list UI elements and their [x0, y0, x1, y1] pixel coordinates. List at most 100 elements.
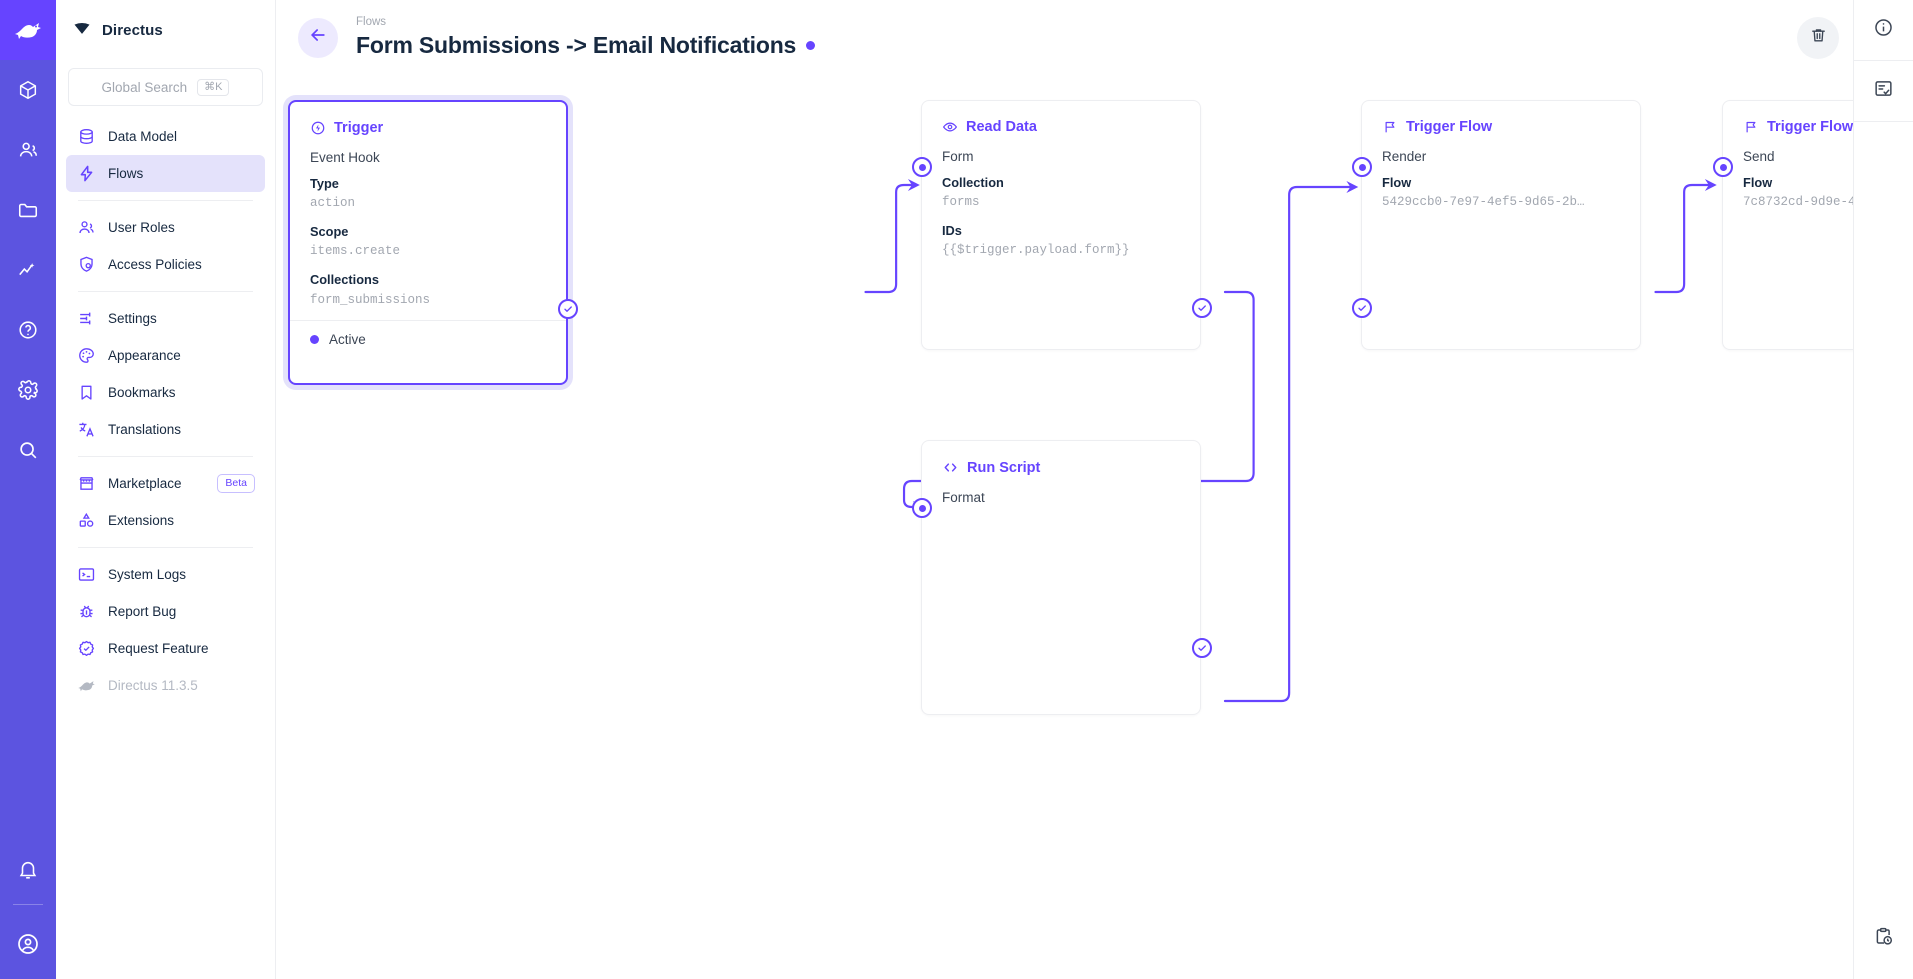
sidebar-item-label: Extensions	[108, 513, 175, 528]
account-circle-icon[interactable]	[0, 909, 56, 979]
node-field-value: forms	[942, 195, 980, 210]
flow-node-run-script[interactable]: Run Script Format	[912, 440, 1212, 715]
page-title: Form Submissions -> Email Notifications	[356, 32, 797, 59]
eye-icon	[942, 119, 958, 135]
docs-module-icon[interactable]	[0, 300, 56, 360]
sidebar-item-bookmarks[interactable]: Bookmarks	[66, 374, 265, 411]
sidebar-item-label: Data Model	[108, 129, 178, 144]
node-field: Collections form_submissions	[310, 270, 546, 309]
node-field: Flow 5429ccb0-7e97-4ef5-9d65-2b…	[1382, 173, 1620, 212]
storefront-icon	[76, 474, 96, 494]
flow-node-trigger[interactable]: Trigger Event Hook Type action Scope ite…	[288, 100, 578, 385]
settings-module-icon[interactable]	[0, 360, 56, 420]
port-read-data-input[interactable]	[912, 157, 932, 177]
directus-rabbit-icon	[76, 676, 96, 696]
node-field-key: Collections	[310, 272, 379, 288]
node-field: Type action	[310, 174, 546, 213]
sidebar-item-translations[interactable]: Translations	[66, 411, 265, 448]
users-module-icon[interactable]	[0, 120, 56, 180]
node-field: Scope items.create	[310, 222, 546, 261]
port-trigger-flow-render-resolve[interactable]	[1352, 298, 1372, 318]
code-brackets-icon	[942, 459, 959, 476]
search-input[interactable]: Global Search ⌘K	[68, 68, 263, 106]
sidebar-item-label: System Logs	[108, 567, 187, 582]
main-panel: Flows Form Submissions -> Email Notifica…	[276, 0, 1913, 979]
trigger-bolt-circle-icon	[310, 120, 326, 136]
module-rail	[0, 0, 56, 979]
sidebar-item-flows[interactable]: Flows	[66, 155, 265, 192]
shield-lock-icon	[76, 255, 96, 275]
node-field: IDs {{$trigger.payload.form}}	[942, 221, 1180, 260]
sidebar-item-settings[interactable]: Settings	[66, 300, 265, 337]
sidebar-item-extensions[interactable]: Extensions	[66, 502, 265, 539]
flow-node-trigger-flow-render[interactable]: Trigger Flow Render Flow 5429ccb0-7e97-4…	[1352, 100, 1641, 350]
sidebar-item-data-model[interactable]: Data Model	[66, 118, 265, 155]
node-status-row: Active	[290, 319, 566, 359]
node-field: Collection forms	[942, 173, 1180, 212]
content-module-icon[interactable]	[0, 60, 56, 120]
node-subtitle: Format	[942, 490, 985, 505]
port-run-script-resolve[interactable]	[1192, 638, 1212, 658]
node-field-value: action	[310, 196, 356, 211]
flow-node-read-data[interactable]: Read Data Form Collection forms IDs {{$t…	[912, 100, 1212, 350]
sidebar-item-label: Translations	[108, 422, 182, 437]
flow-runs-button[interactable]	[1854, 899, 1913, 979]
right-rail-divider	[1853, 121, 1913, 122]
port-read-data-resolve[interactable]	[1192, 298, 1212, 318]
sidebar-item-label: Directus 11.3.5	[108, 678, 198, 693]
node-field-key: Scope	[310, 224, 349, 240]
node-field-key: Flow	[1743, 175, 1773, 190]
sidebar-title: Directus	[102, 21, 163, 39]
flag-icon	[1382, 119, 1398, 135]
translate-icon	[76, 420, 96, 440]
sidebar-item-marketplace[interactable]: Marketplace Beta	[66, 465, 265, 502]
sidebar-item-access-policies[interactable]: Access Policies	[66, 246, 265, 283]
flow-node-trigger-flow-send[interactable]: Trigger Flow Send Flow 7c8732cd-9d9e-44b…	[1713, 100, 1853, 350]
sidebar-divider	[78, 291, 253, 292]
node-field-key: IDs	[942, 223, 962, 239]
sidebar-item-label: Marketplace	[108, 476, 182, 491]
node-field-value: form_submissions	[310, 292, 431, 307]
sidebar-nav: Data Model Flows User Roles Acc	[56, 118, 275, 704]
notifications-bell-icon[interactable]	[0, 840, 56, 900]
module-sidebar: Directus Global Search ⌘K Data Model Flo…	[56, 0, 276, 979]
node-field-key: Flow	[1382, 175, 1412, 190]
flag-icon	[1743, 119, 1759, 135]
port-trigger-flow-send-input[interactable]	[1713, 157, 1733, 177]
port-run-script-input[interactable]	[912, 498, 932, 518]
files-module-icon[interactable]	[0, 180, 56, 240]
terminal-icon	[76, 565, 96, 585]
breadcrumb[interactable]: Flows	[356, 15, 387, 28]
port-trigger-output[interactable]	[558, 299, 578, 319]
port-trigger-flow-render-input[interactable]	[1352, 157, 1372, 177]
right-rail-divider	[1853, 60, 1913, 61]
bolt-icon	[76, 164, 96, 184]
node-field-key: Collection	[942, 175, 1004, 190]
search-module-icon[interactable]	[0, 420, 56, 480]
status-dot-icon	[310, 334, 319, 344]
node-status-label: Active	[329, 331, 366, 347]
back-button[interactable]	[298, 17, 338, 58]
sidebar-item-user-roles[interactable]: User Roles	[66, 209, 265, 246]
node-subtitle: Render	[1382, 149, 1427, 164]
sidebar-item-version: Directus 11.3.5	[66, 667, 265, 704]
sidebar-divider	[78, 547, 253, 548]
sidebar-item-appearance[interactable]: Appearance	[66, 337, 265, 374]
directus-rabbit-logo-icon[interactable]	[0, 0, 56, 60]
trash-icon	[1809, 26, 1828, 50]
bug-icon	[76, 602, 96, 622]
logs-sidebar-button[interactable]	[1854, 61, 1913, 121]
global-search-wrap: Global Search ⌘K	[56, 60, 275, 118]
sidebar-item-system-logs[interactable]: System Logs	[66, 556, 265, 593]
delete-flow-button[interactable]	[1797, 16, 1839, 59]
node-subtitle: Send	[1743, 149, 1775, 164]
sidebar-item-report-bug[interactable]: Report Bug	[66, 593, 265, 630]
info-sidebar-button[interactable]	[1854, 0, 1913, 60]
node-title: Trigger Flow	[1767, 119, 1853, 135]
insights-module-icon[interactable]	[0, 240, 56, 300]
sidebar-item-request-feature[interactable]: Request Feature	[66, 630, 265, 667]
bookmark-icon	[76, 383, 96, 403]
search-placeholder: Global Search	[101, 79, 188, 95]
flow-canvas[interactable]: Trigger Event Hook Type action Scope ite…	[276, 75, 1853, 979]
